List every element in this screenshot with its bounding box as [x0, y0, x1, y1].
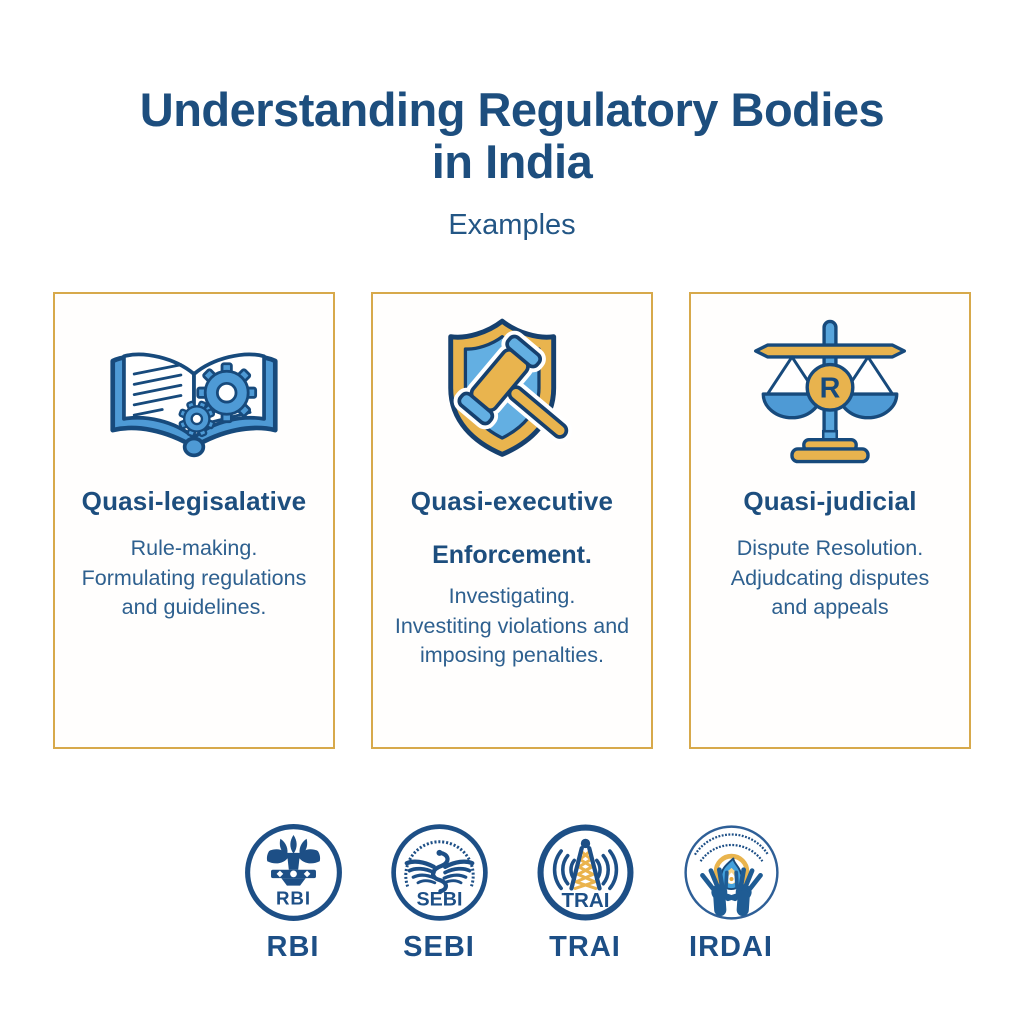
card-body-line: and appeals [771, 594, 889, 619]
logo-rbi: RBI RBI [241, 821, 345, 964]
irdai-label: IRDAI [689, 931, 773, 964]
card-heading: Quasi-executive [410, 486, 614, 517]
logo-trai: TRAI TRAI [533, 821, 637, 964]
card-body-line: Rule-making. [130, 536, 258, 561]
card-body-line: Dispute Resolution. [736, 536, 924, 561]
rbi-inner-label: RBI [275, 888, 310, 909]
card-quasi-legislative: Quasi-legisalative Rule-making. Formulat… [53, 292, 335, 750]
card-body-line: Formulating regulations [81, 565, 307, 590]
card-quasi-executive: Quasi-executive Enforcement. Investigati… [371, 292, 653, 750]
sebi-label: SEBI [403, 931, 475, 964]
shield-gavel-icon [423, 318, 601, 460]
card-body-line: imposing penalties. [419, 642, 605, 667]
scales-r-monogram: R [820, 373, 841, 405]
logo-sebi: SEBI SEBI [387, 821, 491, 964]
trai-inner-label: TRAI [561, 890, 609, 913]
cards-row: Quasi-legisalative Rule-making. Formulat… [0, 292, 1024, 750]
card-quasi-judicial: R Quasi-judicial Dispute Resolution. Adj… [689, 292, 971, 750]
card-heading: Quasi-legisalative [81, 486, 307, 517]
card-body: Rule-making. Formulating regulations and… [82, 534, 307, 622]
card-heading: Quasi-judicial [743, 486, 917, 517]
card-body: Dispute Resolution. Adjudcating disputes… [731, 534, 929, 622]
balance-scales-icon: R [739, 318, 921, 464]
card-body-line: Investiting violations and [394, 613, 630, 638]
sebi-inner-label: SEBI [416, 889, 462, 911]
card-body-line: Adjudcating disputes [730, 565, 930, 590]
page-title-line2: in India [431, 134, 593, 188]
rbi-lion-capital-emblem-icon: RBI [244, 824, 342, 922]
card-body-line: Investigating. [448, 584, 576, 609]
page-title-line1: Understanding Regulatory Bodies [139, 83, 885, 136]
irdai-hands-flame-icon [683, 825, 779, 920]
open-book-gears-icon [99, 318, 289, 460]
card-body: Investigating. Investiting violations an… [395, 582, 629, 670]
page-title: Understanding Regulatory Bodies in India [0, 84, 1024, 187]
page-subtitle: Examples [448, 209, 576, 242]
rbi-label: RBI [266, 931, 320, 964]
regulators-logo-row: RBI RBI SEBI SEBI [0, 821, 1024, 964]
card-body-line: and guidelines. [121, 594, 267, 619]
card-lead: Enforcement. [432, 541, 592, 570]
logo-irdai: IRDAI [679, 821, 783, 964]
sebi-eagle-emblem-icon: SEBI [390, 824, 488, 922]
trai-label: TRAI [549, 931, 621, 964]
trai-radio-tower-icon: TRAI [537, 824, 633, 921]
page-header: Understanding Regulatory Bodies in India… [0, 0, 1024, 242]
